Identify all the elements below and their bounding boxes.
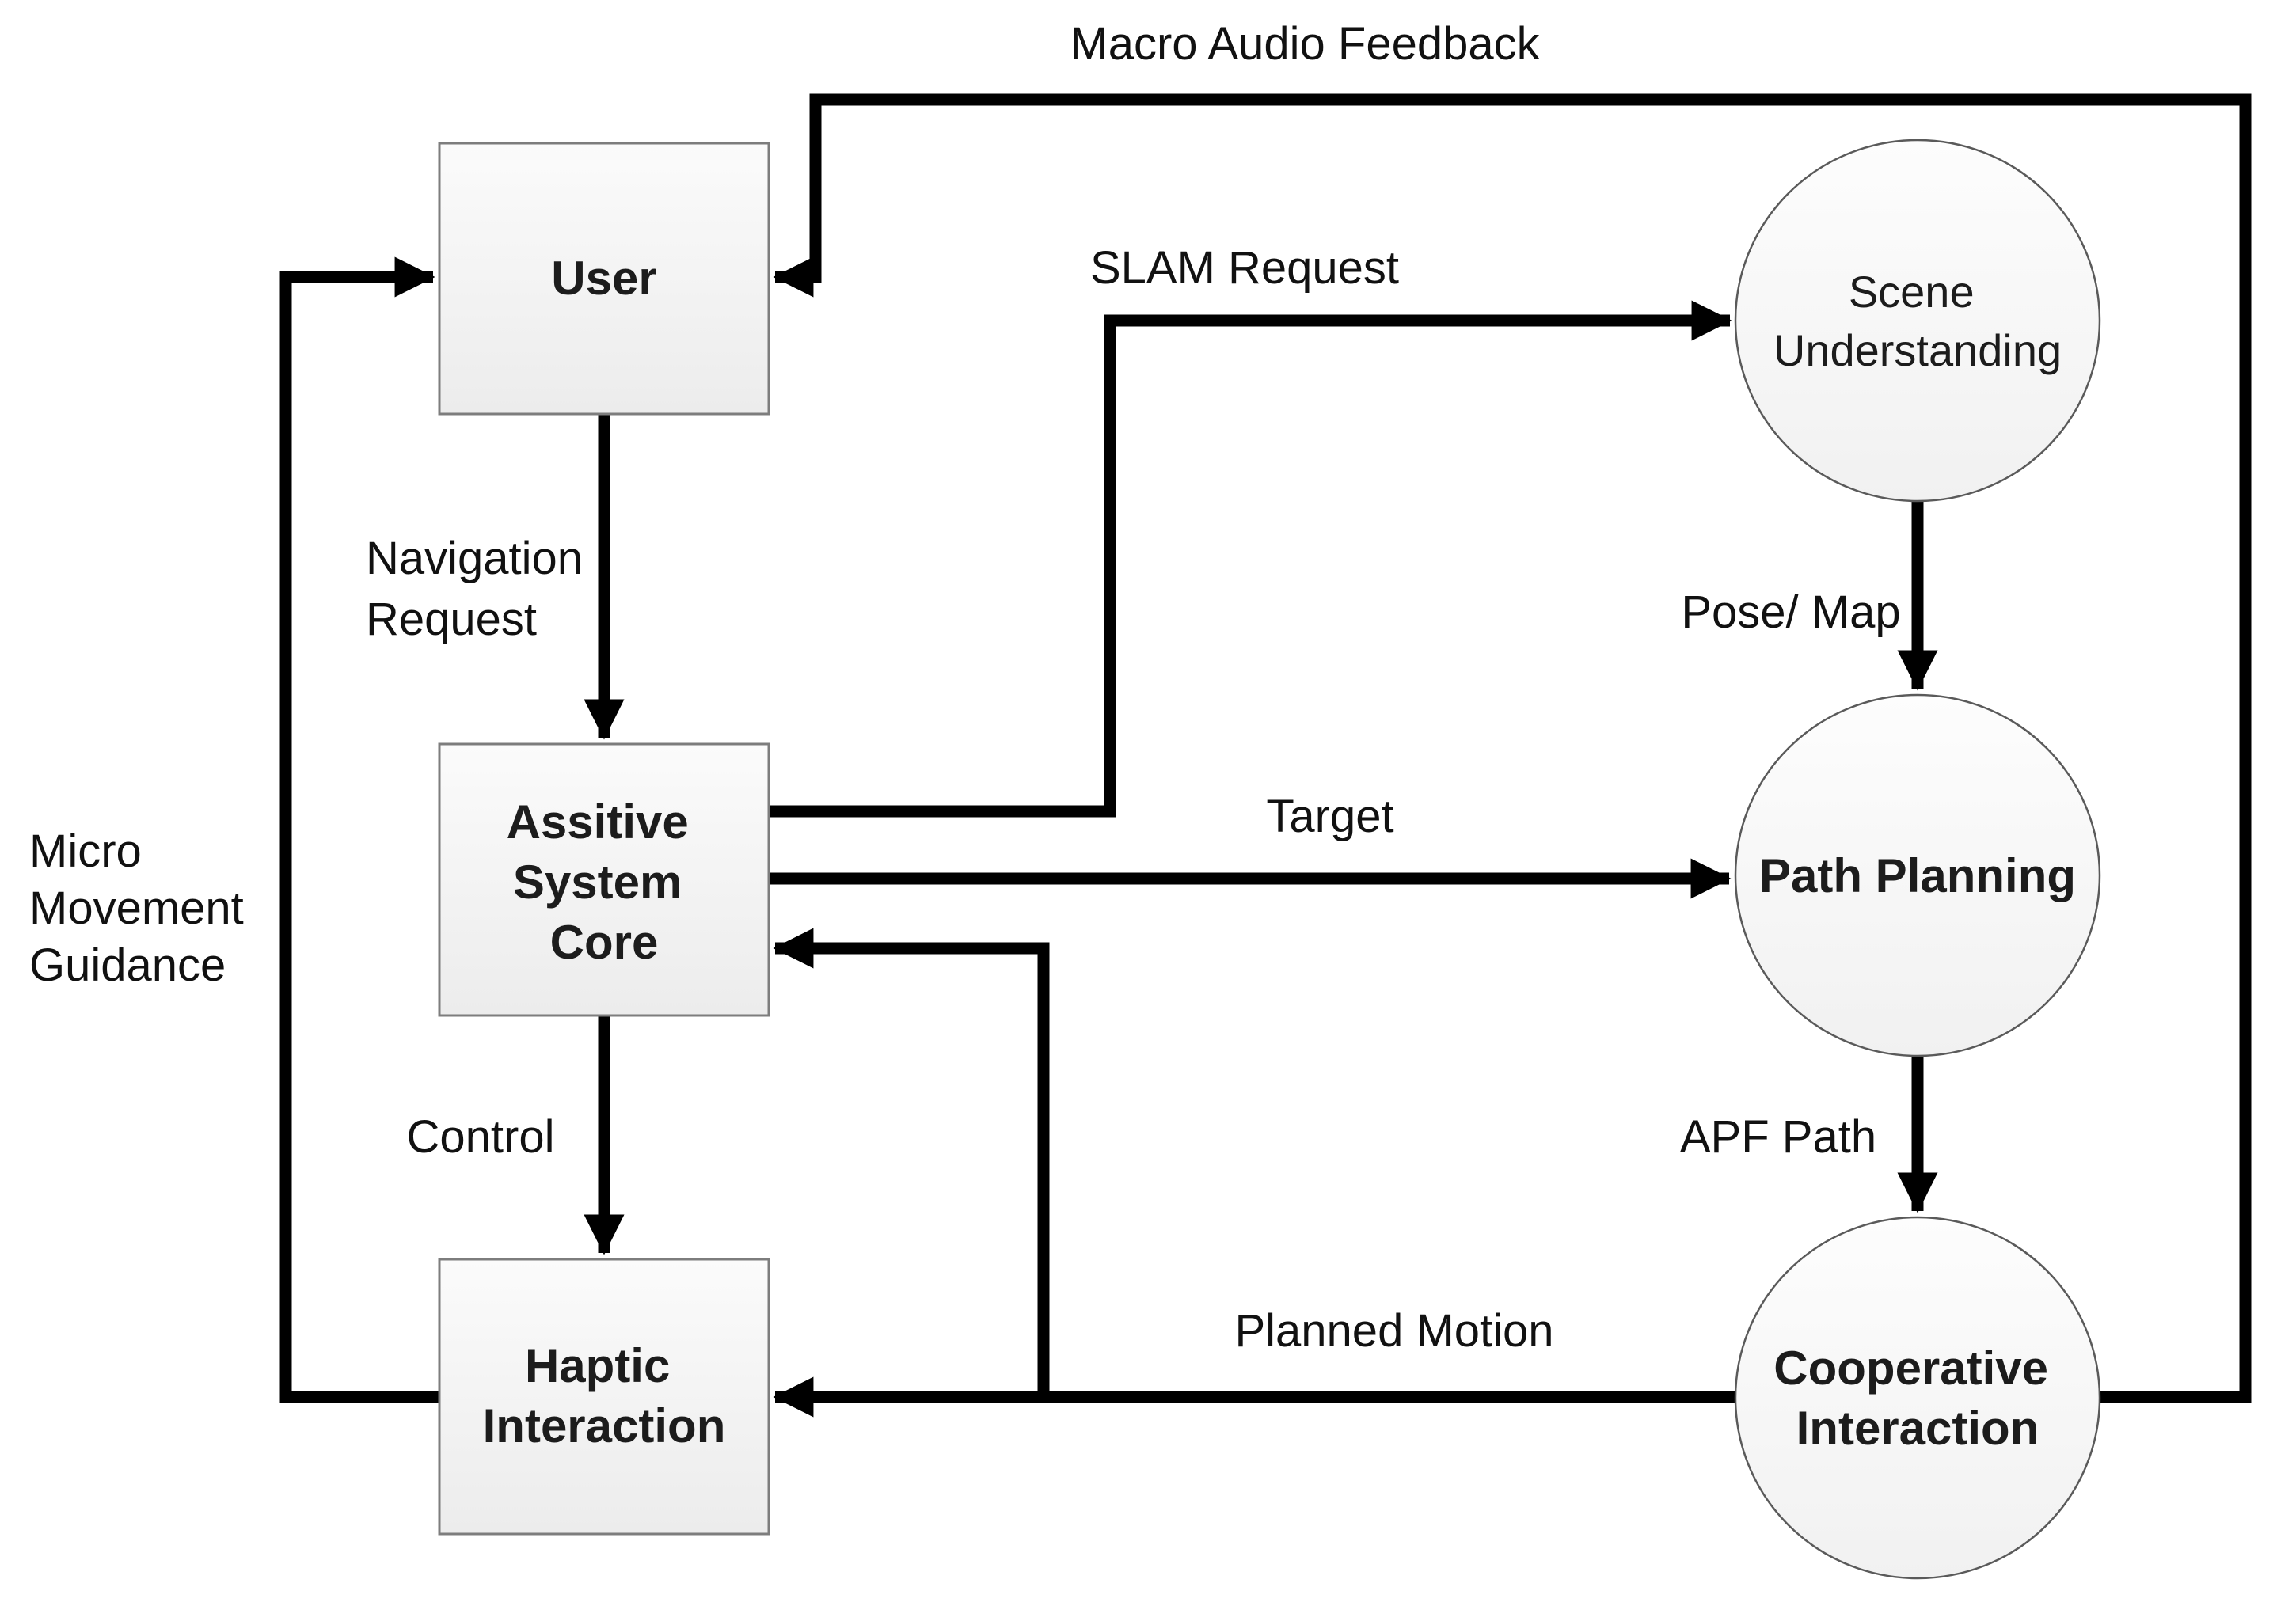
edge-label-target: Target xyxy=(1266,791,1393,842)
edge-label-planned-motion: Planned Motion xyxy=(1234,1305,1553,1357)
edge-planned-motion-branch-arrow xyxy=(773,928,1050,1397)
node-path-planning-label: Path Planning xyxy=(1759,849,2076,902)
node-assistive-system-core-label: Assitive System Core xyxy=(507,795,702,969)
edge-macro-audio-feedback-arrow xyxy=(773,93,2252,1403)
node-scene-understanding xyxy=(1734,139,2101,503)
edge-label-micro-movement-guidance: Micro Movement Guidance xyxy=(29,826,257,991)
node-haptic-interaction xyxy=(438,1258,770,1536)
node-path-planning xyxy=(1734,693,2101,1057)
node-user xyxy=(438,142,770,416)
edges xyxy=(279,93,2252,1418)
edge-labels: Macro Audio Feedback SLAM Request Naviga… xyxy=(29,18,1901,1357)
edge-label-slam-request: SLAM Request xyxy=(1090,242,1399,294)
node-assistive-system-core xyxy=(438,742,770,1017)
edge-slam-request-arrow xyxy=(769,300,1732,818)
edge-label-macro-audio-feedback: Macro Audio Feedback xyxy=(1070,18,1540,70)
node-scene-understanding-label: Scene Understanding xyxy=(1773,267,2062,375)
node-user-label: User xyxy=(551,252,656,305)
edge-label-pose-map: Pose/ Map xyxy=(1681,587,1900,638)
node-cooperative-interaction xyxy=(1734,1216,2101,1580)
edge-micro-movement-guidance-arrow xyxy=(279,256,439,1403)
edge-label-navigation-request: Navigation Request xyxy=(366,533,595,645)
node-cooperative-interaction-label: Cooperative Interaction xyxy=(1773,1342,2061,1455)
edge-label-apf-path: APF Path xyxy=(1680,1111,1876,1163)
nodes: User Assitive System Core Haptic Interac… xyxy=(438,139,2101,1580)
edge-label-control: Control xyxy=(407,1111,555,1163)
node-haptic-interaction-label: Haptic Interaction xyxy=(483,1339,726,1452)
